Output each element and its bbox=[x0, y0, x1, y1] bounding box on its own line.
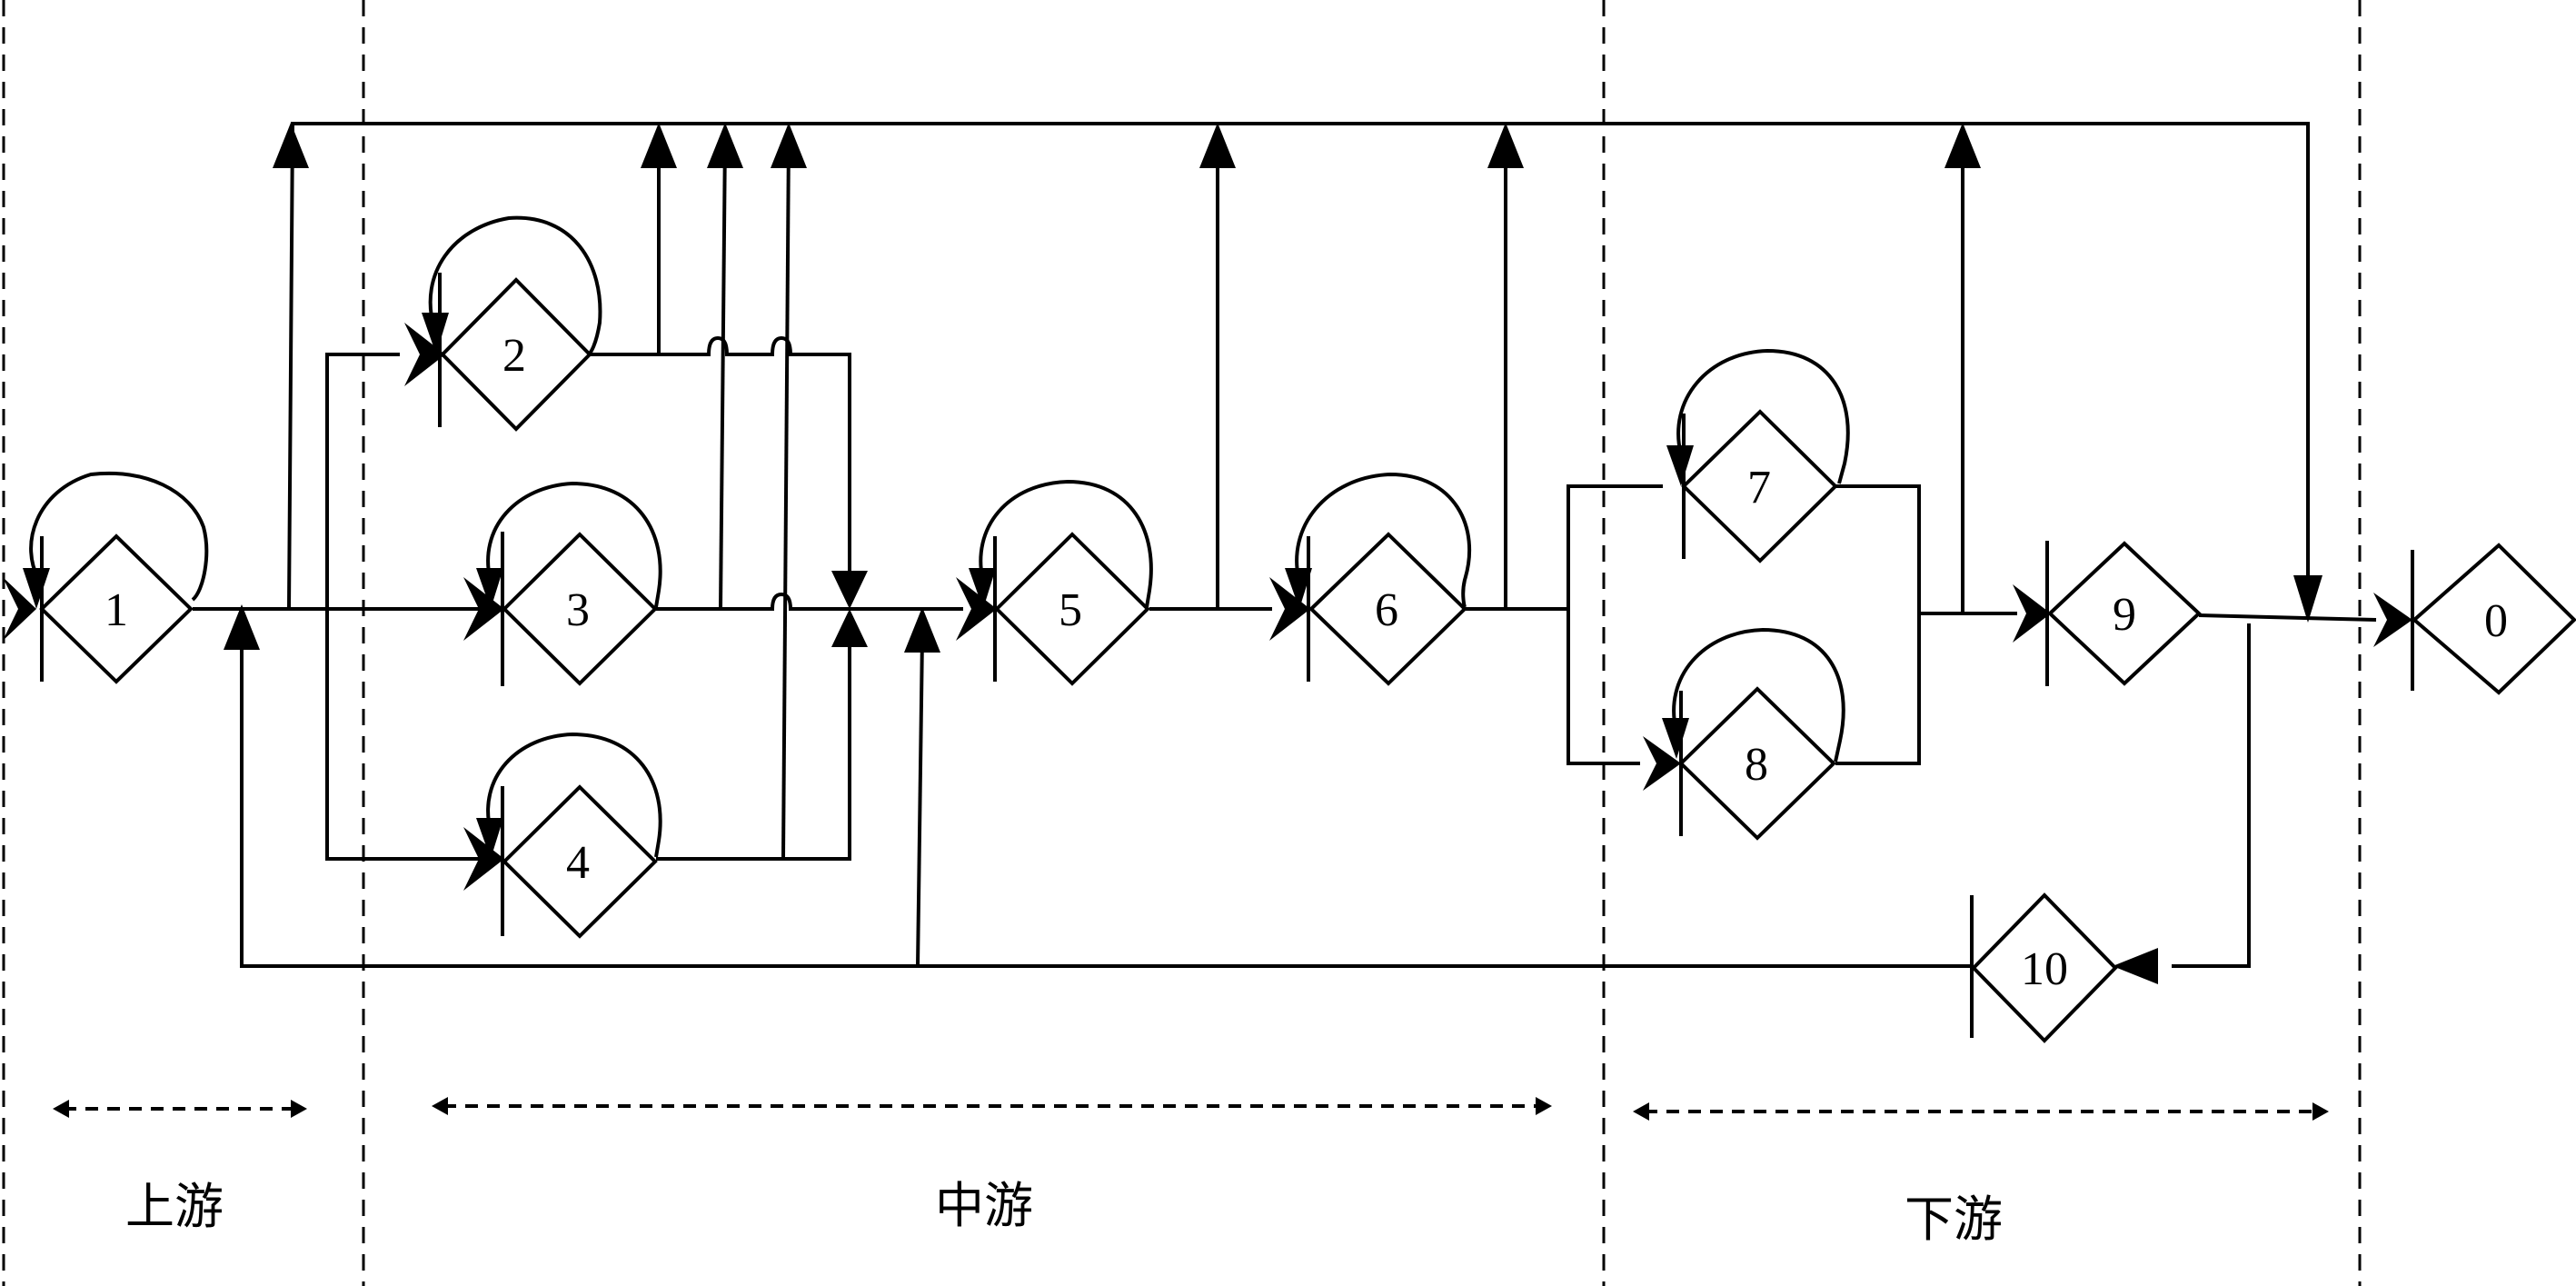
node-label-1: 1 bbox=[104, 584, 128, 636]
arrow-return-to-1 bbox=[224, 604, 260, 650]
loop-arrow-6 bbox=[1285, 568, 1312, 609]
node-8: 8 bbox=[1678, 686, 1836, 841]
node-10: 10 bbox=[1970, 892, 2118, 1043]
arrow-merge-bottom bbox=[831, 609, 868, 647]
loop-arrow-5 bbox=[969, 568, 996, 609]
arrow-up-4 bbox=[771, 123, 807, 168]
node-label-5: 5 bbox=[1059, 584, 1082, 636]
node-label-3: 3 bbox=[566, 584, 590, 636]
arrow-up-7 bbox=[1944, 123, 1981, 168]
arrow-up-3 bbox=[707, 123, 743, 168]
node-5: 5 bbox=[993, 532, 1150, 686]
node-9: 9 bbox=[2045, 541, 2202, 686]
node-label-7: 7 bbox=[1747, 462, 1771, 513]
arrow-into-6 bbox=[1269, 577, 1310, 641]
arrow-into-8 bbox=[1643, 736, 1681, 791]
loop-arrow-2 bbox=[422, 313, 449, 354]
node-label-0: 0 bbox=[2484, 595, 2508, 647]
loop-arrow-4 bbox=[476, 818, 503, 859]
arrow-into-1 bbox=[3, 577, 36, 641]
loop-arrow-3 bbox=[476, 568, 503, 609]
arrow-into-3 bbox=[463, 577, 504, 641]
zone-label-downstream: 下游 bbox=[1905, 1191, 2003, 1248]
node-4: 4 bbox=[501, 784, 658, 939]
arrow-merge-top bbox=[831, 571, 868, 609]
node-2: 2 bbox=[438, 273, 592, 432]
node-6: 6 bbox=[1307, 532, 1467, 686]
top-feedback-bus bbox=[273, 122, 2322, 860]
node-0: 0 bbox=[2411, 543, 2576, 695]
arrow-up-2 bbox=[641, 123, 677, 168]
arrow-into-4 bbox=[463, 827, 504, 891]
node-label-6: 6 bbox=[1375, 584, 1398, 636]
node-label-9: 9 bbox=[2113, 589, 2136, 641]
zone-spans bbox=[53, 1097, 2329, 1121]
node-label-8: 8 bbox=[1745, 739, 1768, 791]
zone-separators bbox=[2, 0, 2362, 1286]
arrow-into-10 bbox=[2113, 948, 2158, 984]
node-3: 3 bbox=[501, 532, 658, 686]
arrow-up-1 bbox=[273, 123, 309, 168]
bottom-return-loop bbox=[224, 604, 2251, 984]
arrow-into-2 bbox=[404, 323, 445, 386]
node-label-4: 4 bbox=[566, 837, 590, 889]
arrow-into-9 bbox=[2013, 584, 2051, 643]
arrow-into-0 bbox=[2373, 593, 2412, 647]
loop-arrow-7 bbox=[1666, 445, 1694, 486]
zone-label-midstream: 中游 bbox=[935, 1177, 1033, 1234]
node-7: 7 bbox=[1681, 409, 1838, 563]
zone-label-upstream: 上游 bbox=[125, 1178, 224, 1235]
arrow-into-5 bbox=[956, 577, 997, 641]
arrow-up-6 bbox=[1487, 123, 1524, 168]
arrow-into-top-bus-end bbox=[2293, 575, 2322, 623]
node-label-2: 2 bbox=[502, 330, 526, 382]
node-label-10: 10 bbox=[2021, 943, 2068, 995]
main-flow bbox=[3, 323, 2412, 891]
node-1: 1 bbox=[39, 533, 194, 684]
arrow-return-to-5 bbox=[904, 607, 940, 653]
arrow-up-5 bbox=[1199, 123, 1236, 168]
